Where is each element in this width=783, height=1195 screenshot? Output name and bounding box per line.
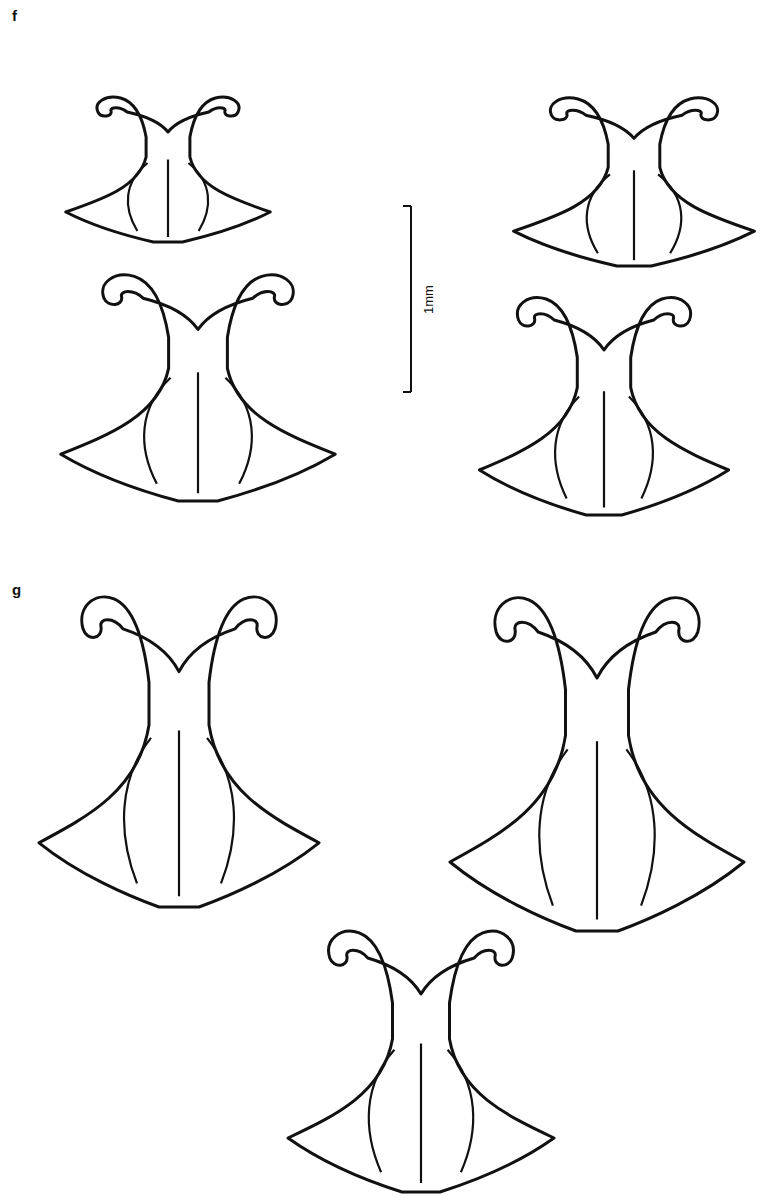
specimen [479,298,728,515]
specimen [39,597,319,907]
specimen [61,275,335,501]
panel-letter: g [12,582,21,597]
panel-letter: f [12,8,17,23]
specimen [66,97,270,242]
specimen [450,598,744,931]
scale-bar [403,206,411,392]
specimen [514,98,755,266]
scale-label: 1mm [421,285,434,314]
specimen [288,931,554,1192]
